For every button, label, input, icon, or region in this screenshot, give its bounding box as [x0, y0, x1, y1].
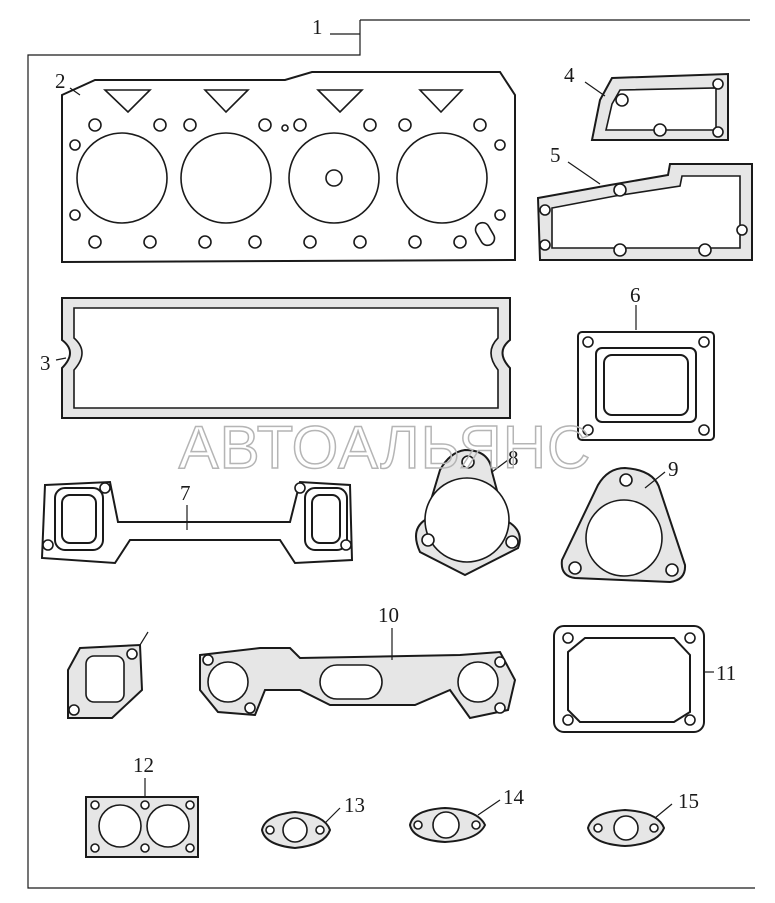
callout-8: 8 [508, 446, 519, 470]
callout-4-leader [584, 81, 606, 97]
callout-15: 15 [678, 789, 699, 813]
callout-14-leader [477, 799, 501, 816]
part-9-triangular-flange-gasket [560, 466, 687, 584]
part-6-flange-gasket [577, 331, 715, 441]
callout-4: 4 [564, 63, 575, 87]
part-10-exhaust-manifold-gasket [199, 647, 517, 720]
part-15-oval-flange-gasket [586, 808, 666, 848]
callout-9: 9 [668, 457, 679, 481]
callout-8-leader [491, 459, 509, 473]
part-12-double-port-gasket [85, 796, 199, 858]
callout-2: 2 [55, 69, 66, 93]
part-8-round-flange-gasket [415, 448, 521, 577]
callout-1: 1 [312, 15, 323, 39]
callout-10: 10 [378, 603, 399, 627]
callout-7: 7 [180, 481, 191, 505]
part-elbow-gasket [67, 631, 149, 719]
watermark-text: АВТОАЛЬЯНС [179, 414, 592, 481]
callout-3-leader [55, 357, 67, 361]
callout-3: 3 [40, 351, 51, 375]
callout-5: 5 [550, 143, 561, 167]
part-13-oval-flange-gasket [260, 810, 332, 850]
part-2-head-gasket [61, 71, 516, 264]
callout-13: 13 [344, 793, 365, 817]
callout-13-leader [324, 807, 341, 824]
callout-2-leader [69, 87, 81, 96]
part-3-valve-cover-gasket [61, 297, 511, 419]
callout-14: 14 [503, 785, 525, 809]
part-4-small-cover-gasket [590, 72, 729, 141]
part-11-square-flange-gasket [553, 625, 705, 733]
callout-15-leader [654, 803, 673, 819]
callout-12: 12 [133, 753, 154, 777]
part-14-oval-flange-gasket [408, 806, 487, 844]
callout-9-leader [644, 471, 666, 489]
frame-border [27, 19, 755, 889]
callout-6: 6 [630, 283, 641, 307]
part-5-long-cover-gasket [536, 163, 753, 261]
part-7-intake-manifold-gasket [40, 480, 354, 565]
callout-11: 11 [716, 661, 736, 685]
callout-5-leader [567, 161, 601, 185]
